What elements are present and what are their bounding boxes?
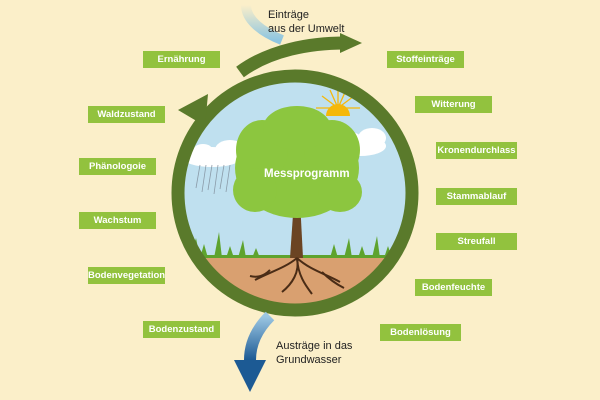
tree-canopy bbox=[233, 106, 362, 218]
sun-icon bbox=[316, 88, 360, 116]
cycle-arrowhead-right bbox=[340, 33, 362, 53]
label-bodenfeuchte: Bodenfeuchte bbox=[415, 279, 492, 296]
inflow-arrow bbox=[241, 4, 284, 45]
label-bodenzustand: Bodenzustand bbox=[143, 321, 220, 338]
label-ernaehrung: Ernährung bbox=[143, 51, 220, 68]
label-phaenologie: Phänologoie bbox=[79, 158, 156, 175]
label-waldzustand: Waldzustand bbox=[88, 106, 165, 123]
cycle-arrowhead-left bbox=[178, 94, 208, 126]
bottom-caption: Austräge in das Grundwasser bbox=[276, 339, 352, 367]
tree-roots bbox=[249, 257, 345, 295]
label-bodenvegetation: Bodenvegetation bbox=[88, 267, 165, 284]
label-stammablauf: Stammablauf bbox=[436, 188, 517, 205]
outflow-arrow bbox=[244, 311, 275, 361]
center-label: Messprogramm bbox=[264, 168, 350, 180]
rain-icon bbox=[195, 164, 231, 195]
label-bodenloesung: Bodenlösung bbox=[380, 324, 461, 341]
bottom-caption-line-1: Austräge in das bbox=[276, 340, 353, 352]
label-witterung: Witterung bbox=[415, 96, 492, 113]
bottom-caption-line-2: Grundwasser bbox=[276, 354, 342, 366]
top-caption: Einträge aus der Umwelt bbox=[268, 8, 344, 36]
cycle-arrow bbox=[171, 69, 419, 317]
label-streufall: Streufall bbox=[436, 233, 517, 250]
label-stoffeintraege: Stoffeinträge bbox=[387, 51, 464, 68]
top-caption-line-1: Einträge bbox=[268, 9, 309, 21]
top-caption-line-2: aus der Umwelt bbox=[268, 23, 345, 35]
label-wachstum: Wachstum bbox=[79, 212, 156, 229]
label-kronendurchlass: Kronendurchlass bbox=[436, 142, 517, 159]
outflow-arrowhead bbox=[234, 360, 266, 392]
